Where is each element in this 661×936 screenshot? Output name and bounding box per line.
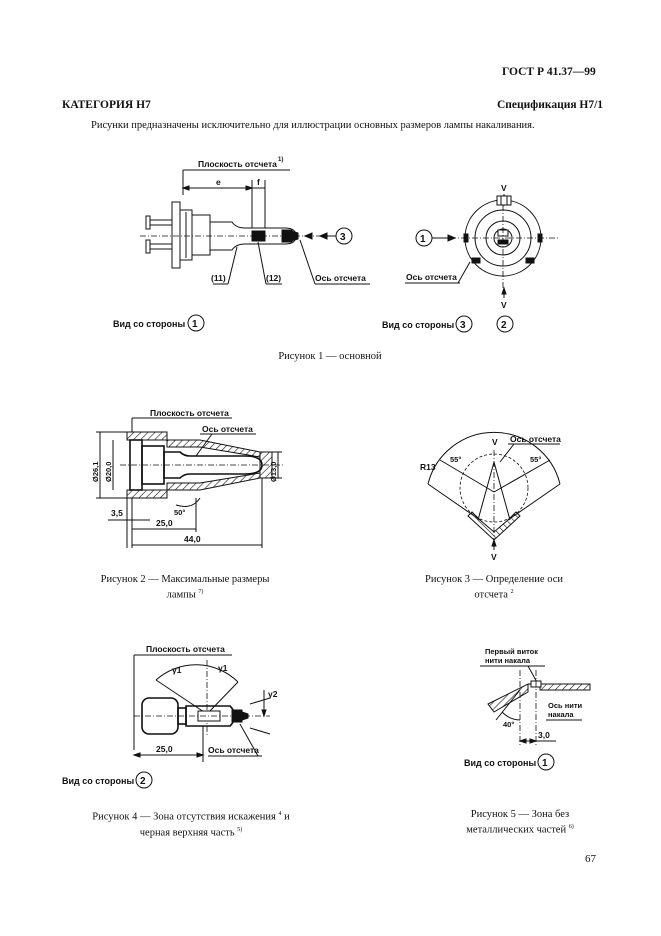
fig1-v-bottom: V <box>501 300 507 310</box>
fig2-dim-250: 25,0 <box>156 518 173 528</box>
fig3-v-bottom: V <box>491 552 497 562</box>
svg-text:1: 1 <box>420 234 426 245</box>
fig1-plane-label: Плоскость отсчета <box>198 159 277 169</box>
svg-text:1: 1 <box>192 319 198 330</box>
fig1-v-top: V <box>501 183 507 193</box>
svg-text:2: 2 <box>501 320 507 331</box>
fig1-plane-sup: 1) <box>278 157 283 163</box>
fig2-dim-440: 44,0 <box>184 534 201 544</box>
svg-text:1: 1 <box>542 758 548 769</box>
fig5-dim-30: 3,0 <box>538 730 550 740</box>
fig5-label2-line2: накала <box>548 710 574 719</box>
fig2-axis-label: Ось отсчета <box>202 424 253 434</box>
fig2-plane-label: Плоскость отсчета <box>150 408 229 418</box>
svg-text:3: 3 <box>460 320 466 331</box>
fig4-gamma1: γ1 <box>172 665 182 675</box>
fig1-axis-label-right: Ось отсчета <box>406 272 457 282</box>
fig1-view-right-circle <box>455 315 473 333</box>
fig1-note-11: (11) <box>211 273 226 283</box>
intro-text: Рисунки предназначены исключительно для … <box>91 120 535 131</box>
fig5-view-circle <box>537 753 555 771</box>
page-number: 67 <box>585 853 596 865</box>
figure-3-caption: Рисунок 3 — Определение оси отсчета 2 <box>424 574 564 601</box>
fig3-v-top: V <box>492 437 498 447</box>
fig4-gamma2: γ2 <box>268 689 278 699</box>
fig5-view: Вид со стороны <box>464 758 536 768</box>
fig2-d1: Ø26,1 <box>91 462 100 482</box>
fig5-label2-line1: Ось нити <box>548 701 583 710</box>
fig1-axis-label-left: Ось отсчета <box>315 273 366 283</box>
standard-number: ГОСТ Р 41.37—99 <box>502 66 596 78</box>
fig4-gamma1b: γ1 <box>218 663 228 673</box>
fig4-axis-label: Ось отсчета <box>208 745 259 755</box>
fig4-view: Вид со стороны <box>62 776 134 786</box>
fig1-note-12: (12) <box>266 273 281 283</box>
fig2-d2: Ø20,0 <box>104 462 113 482</box>
fig3-radius: R13 <box>420 462 436 472</box>
fig3-angle-left: 55° <box>450 455 461 464</box>
fig3-axis-label: Ось отсчета <box>510 434 561 444</box>
fig4-plane-label: Плоскость отсчета <box>146 644 225 654</box>
figure-5-caption: Рисунок 5 — Зона без металлических часте… <box>466 809 574 836</box>
fig1-dim-f: f <box>257 177 260 187</box>
figure-1-caption: Рисунок 1 — основной <box>278 351 382 362</box>
fig4-view-circle <box>135 771 153 789</box>
figure-4-caption: Рисунок 4 — Зона отсутствия искажения 4 … <box>92 811 290 838</box>
fig5-label1-line2: нити накала <box>485 656 531 665</box>
fig1-view-right: Вид со стороны <box>382 320 454 330</box>
fig1-view-left-circle <box>187 314 205 332</box>
fig2-angle: 50° <box>174 508 185 517</box>
fig1-circle-3 <box>335 227 353 245</box>
svg-text:2: 2 <box>140 776 146 787</box>
fig2-dim-35: 3,5 <box>111 508 123 518</box>
fig1-view-right-circle-2 <box>496 315 514 333</box>
fig1-view-left: Вид со стороны <box>113 319 185 329</box>
specification-title: Спецификация Н7/1 <box>497 99 604 111</box>
fig3-angle-right: 55° <box>530 455 541 464</box>
category-title: КАТЕГОРИЯ Н7 <box>62 99 151 111</box>
fig2-d3: Ø13,0 <box>269 462 278 482</box>
fig4-dim-250: 25,0 <box>156 744 173 754</box>
fig5-label1-line1: Первый виток <box>485 647 538 656</box>
fig5-angle: 40° <box>503 720 514 729</box>
fig1-dim-e: e <box>216 177 221 187</box>
figure-2-caption: Рисунок 2 — Максимальные размеры лампы 7… <box>100 574 270 601</box>
svg-text:3: 3 <box>340 232 346 243</box>
